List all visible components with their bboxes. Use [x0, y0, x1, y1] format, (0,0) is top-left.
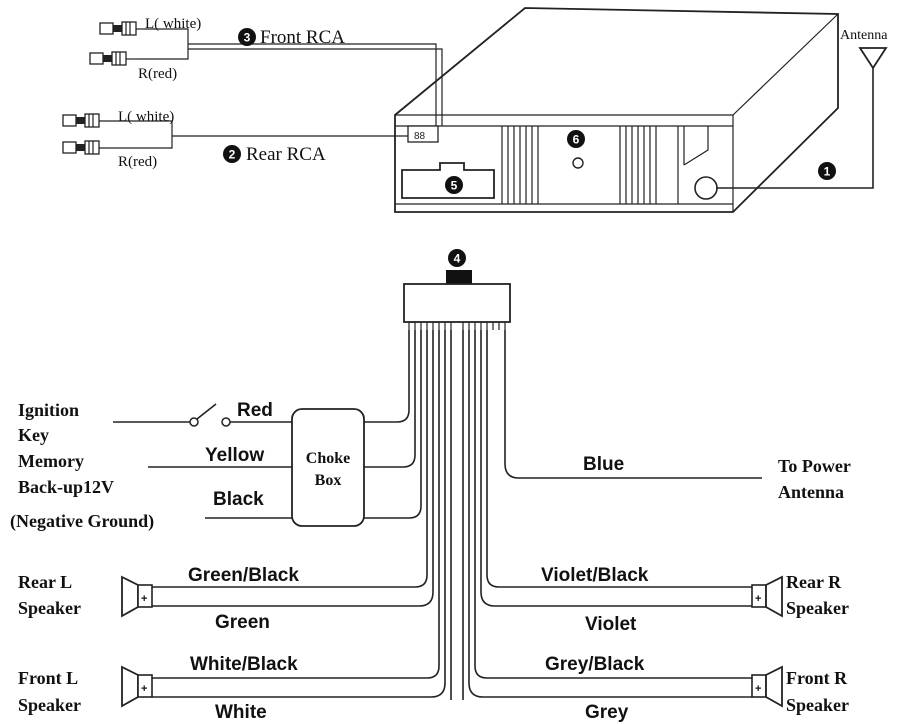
front-rca-num: 3 — [244, 31, 251, 45]
ignition-key-label-2: Key — [18, 425, 49, 445]
rca-plug-icon — [62, 113, 116, 128]
wire-violet-label: Violet — [585, 614, 637, 635]
rca-plug-icon — [99, 21, 144, 36]
svg-text:+: + — [755, 593, 761, 605]
speaker-rear-right-icon: + — [751, 575, 783, 618]
harness-num: 4 — [454, 252, 461, 266]
rear-left-speaker-label-2: Speaker — [18, 598, 81, 618]
badge-antenna: 1 — [818, 162, 836, 180]
choke-box-line1: Choke — [306, 450, 350, 467]
front-right-speaker-label-2: Speaker — [786, 695, 849, 715]
antenna: Antenna — [716, 28, 888, 189]
front-rca-label: Front RCA — [260, 27, 345, 48]
svg-text:+: + — [141, 683, 147, 695]
ground-label: (Negative Ground) — [10, 511, 154, 532]
front-rca-left-label: L( white) — [145, 16, 201, 32]
rca-plug-icon — [89, 51, 138, 66]
wire-white-black-label: White/Black — [190, 654, 298, 675]
rear-rca-left-label: L( white) — [118, 109, 174, 125]
rca-plug-icon — [62, 140, 116, 155]
rear-rca-num: 2 — [229, 148, 236, 162]
antenna-label: Antenna — [840, 28, 888, 43]
memory-label-1: Memory — [18, 451, 84, 471]
badge-slot: 5 — [445, 176, 463, 194]
rca-jack — [407, 125, 439, 143]
power-antenna-label-2: Antenna — [778, 482, 844, 502]
wire-blue-label: Blue — [583, 454, 624, 475]
choke-box: Choke Box — [291, 408, 365, 527]
front-rca-right-label: R(red) — [138, 66, 177, 82]
rear-rca: L( white) R(red) 2 Rear RCA — [62, 109, 408, 170]
wire-green-label: Green — [215, 612, 270, 633]
svg-text:+: + — [755, 683, 761, 695]
front-rca: L( white) R(red) 3 Front RCA — [89, 16, 443, 126]
wire-green-black-label: Green/Black — [188, 565, 299, 586]
choke-box-line2: Box — [315, 472, 342, 489]
rear-rca-label: Rear RCA — [246, 144, 326, 165]
wire-violet-black-label: Violet/Black — [541, 565, 649, 586]
harness-wires-right — [462, 330, 762, 700]
memory-label-2: Back-up12V — [18, 477, 114, 497]
power-antenna-label-1: To Power — [778, 456, 851, 476]
wire-grey-label: Grey — [585, 702, 629, 723]
speaker-rear-left-icon: + — [121, 575, 153, 618]
badge-antenna-num: 1 — [824, 165, 831, 179]
wire-white-label: White — [215, 702, 267, 723]
badge-fuse: 6 — [567, 130, 585, 148]
wire-red-label: Red — [237, 400, 273, 421]
wire-bundle — [408, 322, 506, 330]
front-right-speaker-label-1: Front R — [786, 668, 848, 688]
speaker-front-right-icon: + — [751, 665, 783, 708]
wire-black-label: Black — [213, 489, 264, 510]
rear-right-speaker-label-2: Speaker — [786, 598, 849, 618]
antenna-jack — [694, 176, 718, 200]
rear-right-speaker-label-1: Rear R — [786, 572, 842, 592]
ignition-key-label-1: Ignition — [18, 400, 79, 420]
badge-slot-num: 5 — [451, 179, 458, 193]
harness-connector: 4 — [403, 249, 511, 330]
badge-fuse-num: 6 — [573, 133, 580, 147]
front-left-speaker-label-2: Speaker — [18, 695, 81, 715]
wire-yellow-label: Yellow — [205, 445, 264, 466]
rear-rca-right-label: R(red) — [118, 154, 157, 170]
vent-stripes — [501, 126, 709, 204]
fuse-hole — [572, 157, 584, 169]
harness-wires-left — [152, 330, 452, 700]
front-left-speaker-label-1: Front L — [18, 668, 78, 688]
svg-text:+: + — [141, 593, 147, 605]
wire-grey-black-label: Grey/Black — [545, 654, 645, 675]
rca-jack-text: 88 — [414, 131, 426, 142]
speaker-front-left-icon: + — [121, 665, 153, 708]
ignition-switch-icon — [113, 403, 292, 427]
rear-left-speaker-label-1: Rear L — [18, 572, 72, 592]
